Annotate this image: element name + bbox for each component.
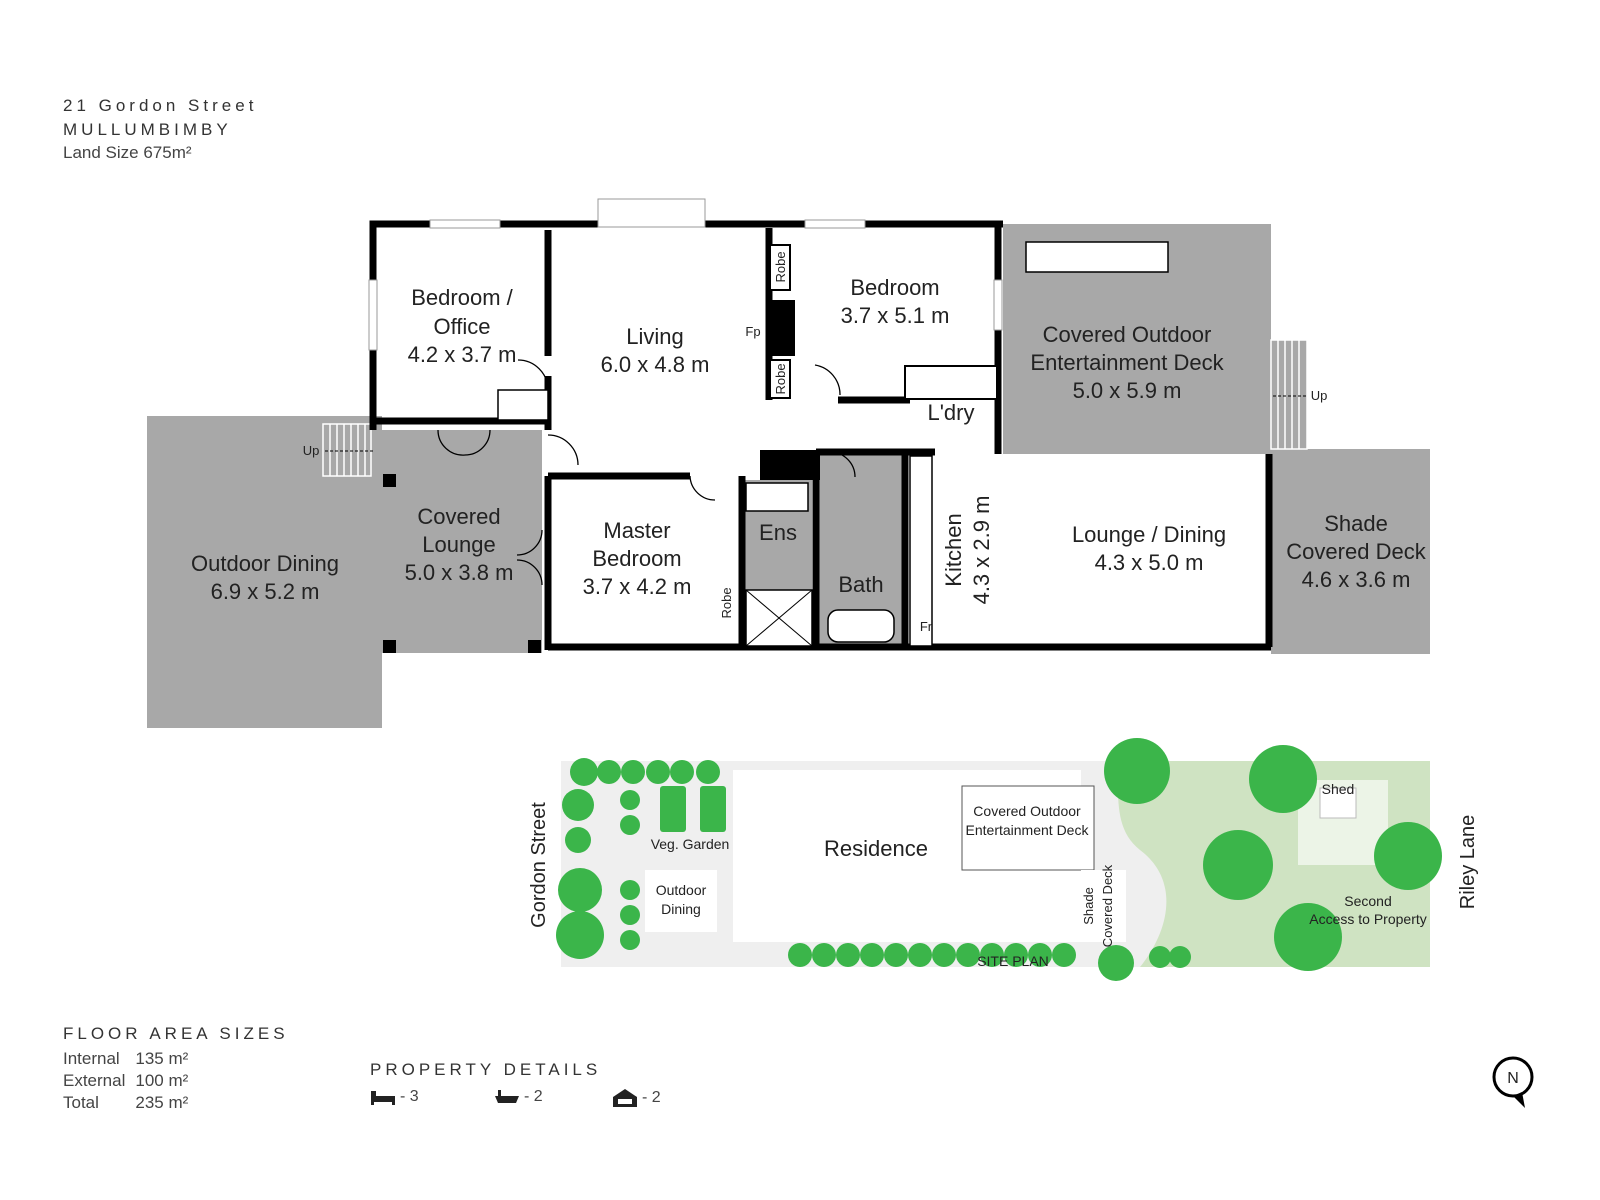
site-deck-label: Covered Outdoor	[973, 803, 1081, 819]
area-value: 100 m²	[135, 1071, 189, 1090]
covered-lounge-label2: Lounge	[422, 532, 495, 557]
site-residence-label: Residence	[824, 836, 928, 861]
shade-deck-area	[1271, 449, 1430, 654]
site-access-label: Second	[1344, 893, 1391, 909]
bedroom-office-label: Bedroom /	[411, 285, 513, 310]
lounge-dining-size: 4.3 x 5.0 m	[1095, 550, 1204, 575]
baths-count: - 2	[524, 1088, 543, 1105]
site-deck-label2: Entertainment Deck	[966, 822, 1090, 838]
gordon-street-label: Gordon Street	[528, 802, 550, 928]
fireplace-block	[769, 300, 795, 356]
covered-outdoor-label2: Entertainment Deck	[1030, 350, 1224, 375]
outdoor-dining-size: 6.9 x 5.2 m	[211, 579, 320, 604]
shade-deck-label2: Covered Deck	[1286, 539, 1426, 564]
riley-lane-label: Riley Lane	[1457, 815, 1479, 910]
site-shed-label: Shed	[1322, 781, 1355, 797]
compass-icon: N	[1492, 1056, 1534, 1108]
site-outdoor-dining-label2: Dining	[661, 901, 701, 917]
area-value: 135 m²	[135, 1049, 189, 1068]
fr-label: Fr	[920, 619, 933, 634]
floor-area-sizes: FLOOR AREA SIZES Internal 135 m² External…	[63, 1024, 289, 1114]
area-label: External	[63, 1071, 126, 1090]
shade-deck-label: Shade	[1324, 511, 1388, 536]
robe-label-1: Robe	[773, 251, 788, 282]
site-veg-label: Veg. Garden	[651, 836, 730, 852]
cars-item: - 2	[612, 1088, 661, 1108]
wall-block	[760, 450, 820, 480]
area-label: Internal	[63, 1049, 120, 1068]
table-row: Internal 135 m²	[63, 1048, 198, 1070]
beds-count: - 3	[400, 1088, 419, 1105]
svg-text:N: N	[1507, 1070, 1519, 1087]
master-label: Master	[603, 518, 670, 543]
master-size: 3.7 x 4.2 m	[583, 574, 692, 599]
floor-area-table: Internal 135 m² External 100 m² Total 235 m…	[63, 1048, 198, 1114]
up-label-right: Up	[1311, 388, 1328, 403]
garage-car-icon	[613, 1089, 637, 1107]
covered-outdoor-size: 5.0 x 5.9 m	[1073, 378, 1182, 403]
site-outdoor-dining-label: Outdoor	[656, 882, 707, 898]
master-label2: Bedroom	[592, 546, 681, 571]
walls	[369, 220, 1273, 651]
area-value: 235 m²	[135, 1093, 189, 1112]
laundry-label: L'dry	[928, 400, 975, 425]
ensuite-label: Ens	[759, 520, 797, 545]
address-title: 21 Gordon Street	[63, 96, 258, 115]
beds-item: - 3	[370, 1088, 419, 1106]
baths-item: - 2	[494, 1088, 543, 1106]
living-label: Living	[626, 324, 683, 349]
cars-count: - 2	[642, 1089, 661, 1106]
area-label: Total	[63, 1093, 99, 1112]
site-plan-label: SITE PLAN	[977, 953, 1049, 969]
fp-label: Fp	[745, 324, 760, 339]
bath-label: Bath	[838, 572, 883, 597]
property-details: PROPERTY DETAILS - 3 - 2 - 2	[370, 1060, 661, 1107]
kitchen-bench	[909, 455, 933, 647]
site-plan	[556, 738, 1442, 981]
bedroom-office-size: 4.2 x 3.7 m	[408, 342, 517, 367]
shade-deck-size: 4.6 x 3.6 m	[1302, 567, 1411, 592]
bedroom-label: Bedroom	[850, 275, 939, 300]
kitchen-label: Kitchen	[941, 513, 966, 586]
bed-icon	[371, 1091, 395, 1105]
covered-lounge-size: 5.0 x 3.8 m	[405, 560, 514, 585]
site-shade-label: Shade	[1081, 887, 1096, 925]
covered-lounge-label: Covered	[417, 504, 500, 529]
property-details-title: PROPERTY DETAILS	[370, 1060, 602, 1079]
land-size: Land Size 675m²	[63, 143, 192, 162]
site-shade-label2: Covered Deck	[1100, 864, 1115, 947]
stairs-right	[1270, 339, 1308, 450]
robe-label-2: Robe	[773, 363, 788, 394]
up-label-left: Up	[303, 443, 320, 458]
site-access-label2: Access to Property	[1309, 911, 1427, 927]
covered-lounge-area	[382, 430, 542, 653]
bbq-bench	[1025, 241, 1169, 273]
robe-label-3: Robe	[719, 587, 734, 618]
bedroom-office-label2: Office	[433, 314, 490, 339]
outdoor-dining-label: Outdoor Dining	[191, 551, 339, 576]
suburb-title: MULLUMBIMBY	[63, 120, 232, 139]
table-row: Total 235 m²	[63, 1092, 198, 1114]
bedroom-size: 3.7 x 5.1 m	[841, 303, 950, 328]
living-size: 6.0 x 4.8 m	[601, 352, 710, 377]
lounge-dining-label: Lounge / Dining	[1072, 522, 1226, 547]
bath-icon	[495, 1090, 519, 1103]
covered-outdoor-label: Covered Outdoor	[1043, 322, 1212, 347]
floor-area-title: FLOOR AREA SIZES	[63, 1024, 289, 1043]
stairs-left	[322, 423, 372, 477]
kitchen-size: 4.3 x 2.9 m	[969, 496, 994, 605]
table-row: External 100 m²	[63, 1070, 198, 1092]
